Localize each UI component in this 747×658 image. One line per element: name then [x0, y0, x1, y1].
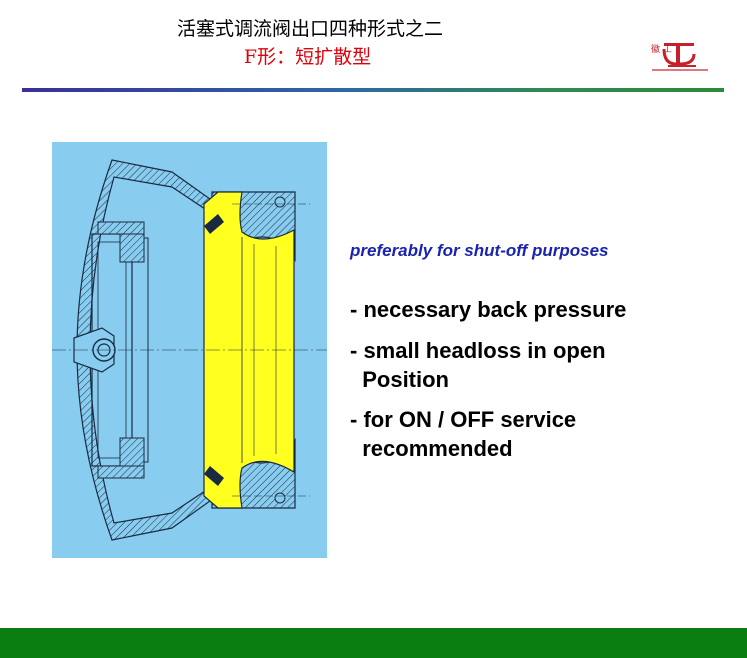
bullet-on-off-service: - for ON / OFF service recommended	[350, 407, 577, 461]
page-title: 活塞式调流阀出口四种形式之二	[176, 18, 443, 40]
bullet-headloss: - small headloss in open Position	[350, 338, 606, 392]
logo-icon: 徽 工	[651, 43, 708, 71]
footer-bar	[0, 628, 747, 658]
outer-casing	[76, 159, 218, 541]
valve-cross-section-figure	[52, 142, 327, 558]
short-diffuser	[203, 191, 295, 509]
svg-text:徽 工: 徽 工	[651, 43, 672, 55]
company-logo: 徽 工	[650, 38, 712, 74]
valve-drawing	[52, 159, 327, 541]
header-divider	[22, 88, 724, 92]
bullet-back-pressure: - necessary back pressure	[350, 297, 627, 322]
content-subtitle: preferably for shut-off purposes	[350, 241, 609, 260]
page-subtitle: F形：短扩散型	[243, 46, 372, 68]
